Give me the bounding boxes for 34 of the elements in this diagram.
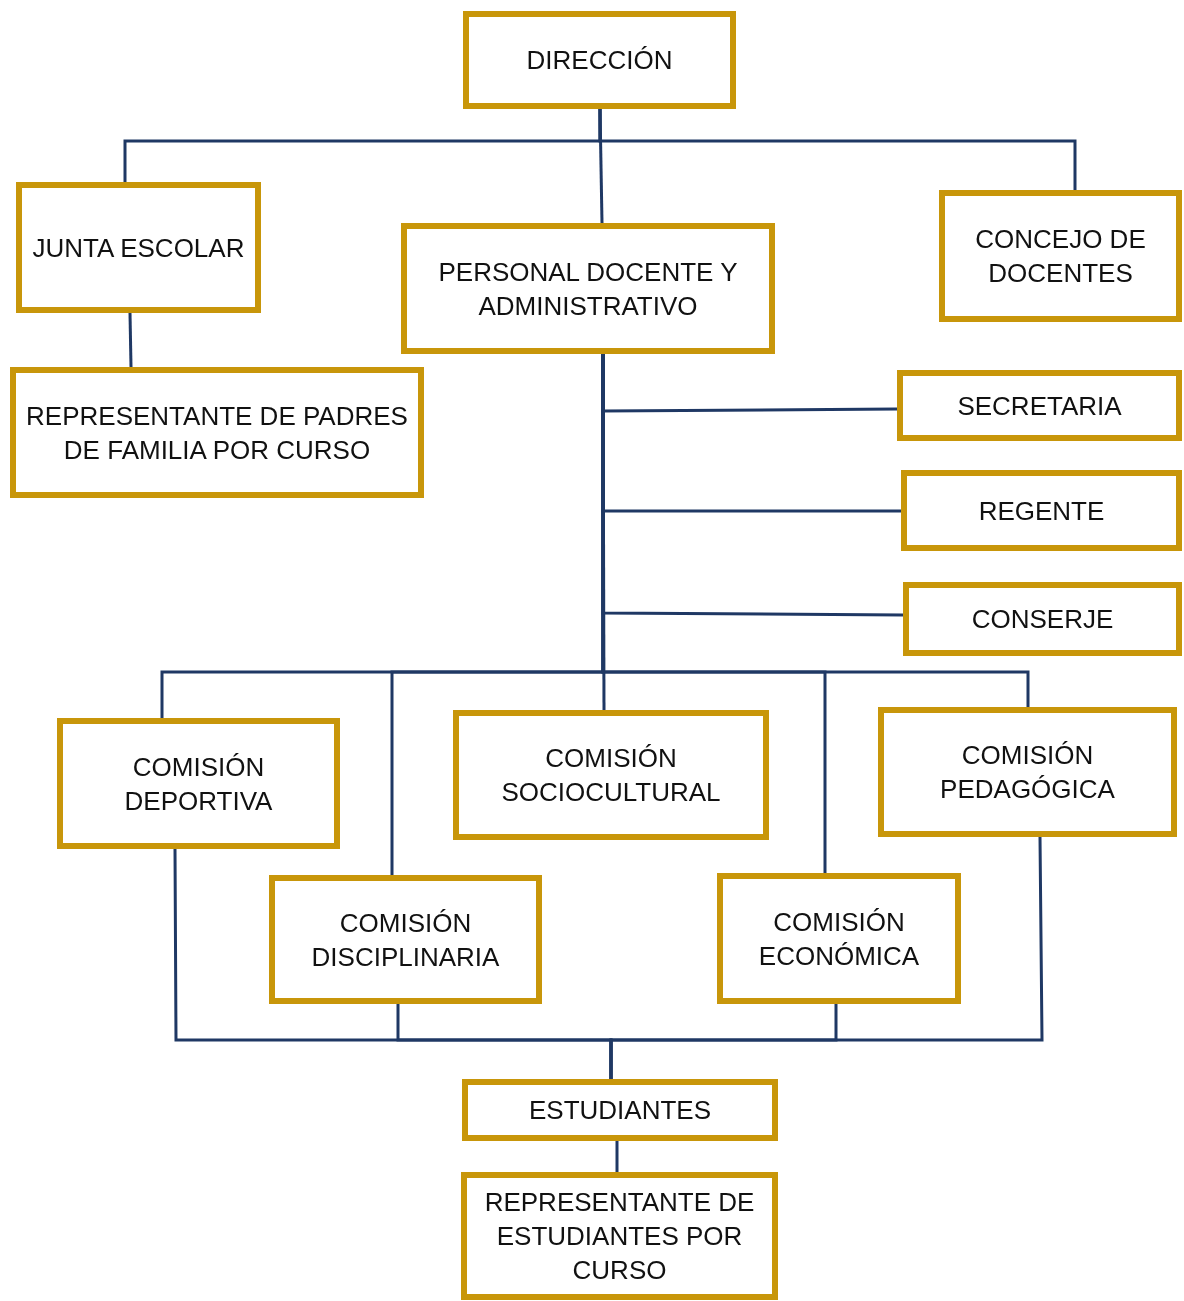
org-box — [878, 707, 1177, 837]
org-box — [463, 11, 736, 109]
org-box — [269, 875, 542, 1004]
org-box — [10, 367, 424, 498]
box-label: COMISIÓN DISCIPLINARIA — [310, 906, 501, 974]
connector-line — [609, 837, 1044, 1079]
org-box — [897, 370, 1182, 441]
box-label: REPRESENTANTE DE ESTUDIANTES POR CURSO — [483, 1186, 756, 1287]
box-label: CONCEJO DE DOCENTES — [974, 223, 1147, 290]
org-box — [461, 1172, 778, 1300]
box-label: CONSERJE — [971, 603, 1114, 636]
org-box — [16, 182, 261, 313]
org-box — [401, 223, 775, 354]
box-label: SECRETARIA — [957, 389, 1122, 423]
connector-line — [598, 109, 1077, 190]
org-box — [901, 470, 1182, 551]
connector-line — [128, 312, 133, 368]
box-label: REGENTE — [978, 494, 1105, 528]
org-box — [57, 718, 340, 849]
box-label: ESTUDIANTES — [529, 1094, 711, 1127]
connector-line — [615, 1141, 619, 1172]
org-box — [717, 873, 961, 1004]
org-box — [462, 1079, 778, 1141]
box-label: JUNTA ESCOLAR — [32, 231, 245, 265]
box-label: REPRESENTANTE DE PADRES DE FAMILIA POR CURSO — [26, 399, 408, 467]
box-label: PERSONAL DOCENTE Y ADMINISTRATIVO — [437, 255, 739, 323]
box-label: COMISIÓN PEDAGÓGICA — [939, 739, 1116, 806]
box-label: COMISIÓN SOCIOCULTURAL — [500, 742, 722, 809]
box-label: COMISIÓN ECONÓMICA — [757, 905, 921, 973]
org-box — [939, 190, 1182, 322]
box-label: DIRECCIÓN — [526, 44, 673, 77]
box-label: COMISIÓN DEPORTIVA — [123, 750, 274, 818]
org-box — [453, 710, 769, 840]
org-box — [903, 582, 1182, 656]
